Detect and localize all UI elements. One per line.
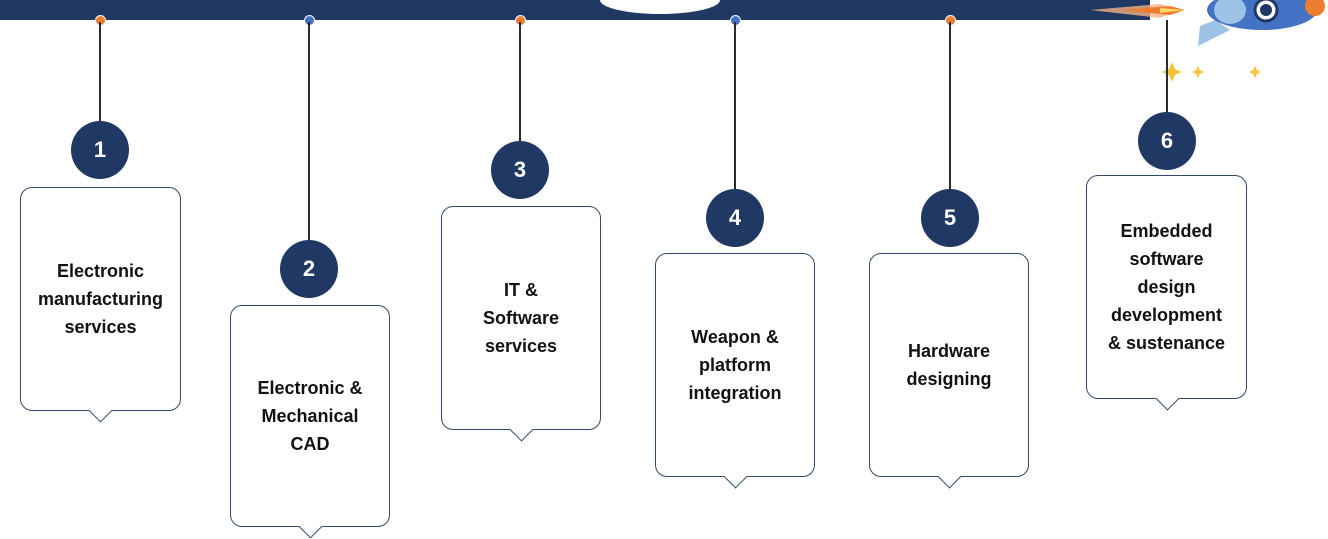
step-number: 3 [513, 157, 527, 182]
step-label: Embedded software design development & s… [1107, 221, 1226, 353]
step-card: Electronic manufacturing services [20, 187, 181, 411]
bar-swoosh [600, 0, 720, 14]
step-number: 6 [1160, 128, 1174, 153]
step-number-badge: 5 [921, 189, 979, 247]
step-label: Electronic manufacturing services [37, 261, 163, 337]
timeline-bar [0, 0, 1150, 20]
step-number-badge: 2 [280, 240, 338, 298]
step-card: Electronic & Mechanical CAD [230, 305, 390, 527]
step-label: Weapon & platform integration [688, 327, 782, 403]
step-number-badge: 4 [706, 189, 764, 247]
connector-line [949, 22, 951, 190]
sparkle-icon [1162, 62, 1261, 82]
connector-line [519, 22, 521, 144]
step-card: Embedded software design development & s… [1086, 175, 1247, 399]
step-number-badge: 1 [71, 121, 129, 179]
connector-line [734, 22, 736, 190]
step-label: Electronic & Mechanical CAD [257, 378, 363, 454]
connector-line [99, 22, 101, 122]
step-number-badge: 3 [491, 141, 549, 199]
step-label: Hardware designing [906, 341, 992, 389]
step-card: Hardware designing [869, 253, 1029, 477]
step-number: 5 [943, 205, 957, 230]
step-number: 1 [93, 137, 107, 162]
connector-line [308, 22, 310, 242]
step-number: 4 [728, 205, 742, 230]
step-label: IT & Software services [482, 280, 560, 356]
step-card: Weapon & platform integration [655, 253, 815, 477]
step-card: IT & Software services [441, 206, 601, 430]
step-number-badge: 6 [1138, 112, 1196, 170]
connector-line [1166, 20, 1168, 114]
step-number: 2 [302, 256, 316, 281]
rocket-icon [1090, 0, 1325, 46]
